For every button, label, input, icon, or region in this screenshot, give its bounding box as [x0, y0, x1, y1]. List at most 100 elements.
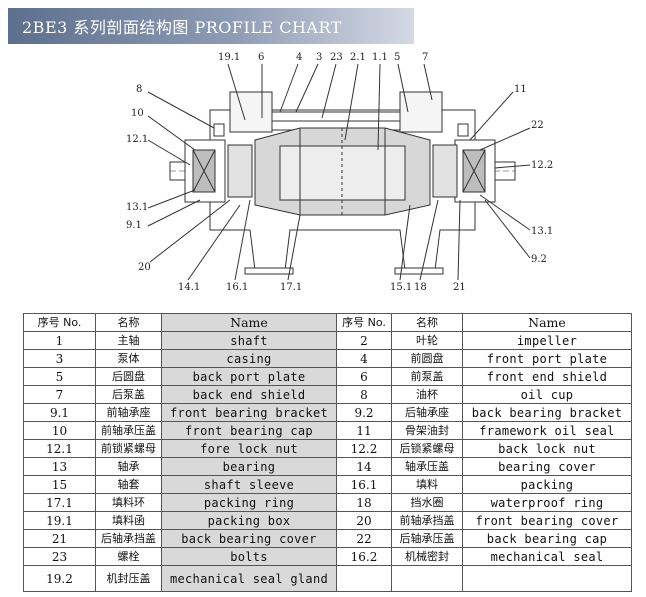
part-name-en: front bearing cover [462, 511, 632, 530]
part-name-cn: 轴承压盖 [391, 457, 463, 476]
part-name-cn: 泵体 [95, 349, 162, 368]
part-no: 9.2 [336, 403, 392, 422]
part-name-cn: 前锁紧螺母 [95, 439, 162, 458]
part-name-cn: 后泵盖 [95, 385, 162, 404]
callout-15-1: 15.1 [390, 282, 412, 293]
callout-3: 3 [316, 52, 322, 63]
part-name-en: waterproof ring [462, 493, 632, 512]
header-name-right: Name [462, 313, 632, 332]
callout-5: 5 [394, 52, 400, 63]
part-no: 16.1 [336, 475, 392, 494]
part-name-cn: 后锁紧螺母 [391, 439, 463, 458]
part-name-en: shaft sleeve [161, 475, 337, 494]
part-name-en: back bearing bracket [462, 403, 632, 422]
part-name-en: bolts [161, 547, 337, 566]
part-name-en: back bearing cover [161, 529, 337, 548]
part-name-en: oil cup [462, 385, 632, 404]
part-no: 21 [23, 529, 96, 548]
part-no: 20 [336, 511, 392, 530]
part-name-en: casing [161, 349, 337, 368]
part-no: 23 [23, 547, 96, 566]
header-no-left: 序号 No. [23, 313, 96, 332]
part-name-en: packing box [161, 511, 337, 530]
part-no: 15 [23, 475, 96, 494]
header-name-left: Name [161, 313, 337, 332]
part-no: 6 [336, 367, 392, 386]
part-name-cn [391, 565, 463, 592]
part-name-cn: 后圆盘 [95, 367, 162, 386]
part-name-en: packing ring [161, 493, 337, 512]
part-no: 7 [23, 385, 96, 404]
part-name-en: fore lock nut [161, 439, 337, 458]
callout-8: 8 [136, 84, 142, 95]
part-no: 5 [23, 367, 96, 386]
part-name-en: bearing cover [462, 457, 632, 476]
callout-4: 4 [296, 52, 302, 63]
part-no: 19.2 [23, 565, 96, 592]
callout-10: 10 [131, 108, 144, 119]
header-cn-left: 名称 [95, 313, 162, 332]
callout-9-2: 9.2 [531, 254, 547, 265]
part-name-en [462, 565, 632, 592]
part-name-cn: 后轴承挡盖 [95, 529, 162, 548]
title-bar: 2BE3 系列剖面结构图 PROFILE CHART [8, 8, 414, 44]
part-name-cn: 前泵盖 [391, 367, 463, 386]
part-name-en: packing [462, 475, 632, 494]
callout-18: 18 [414, 282, 427, 293]
part-name-cn: 前轴承座 [95, 403, 162, 422]
part-no: 8 [336, 385, 392, 404]
part-name-cn: 后轴承压盖 [391, 529, 463, 548]
callout-12-1: 12.1 [126, 134, 148, 145]
part-name-cn: 机械密封 [391, 547, 463, 566]
callout-16-1: 16.1 [226, 282, 248, 293]
part-name-en: impeller [462, 331, 632, 350]
page-title: 2BE3 系列剖面结构图 PROFILE CHART [22, 18, 342, 37]
part-no: 16.2 [336, 547, 392, 566]
part-name-cn: 前圆盘 [391, 349, 463, 368]
part-name-en: back bearing cap [462, 529, 632, 548]
part-name-cn: 后轴承座 [391, 403, 463, 422]
part-name-en: back lock nut [462, 439, 632, 458]
callout-13-1-right: 13.1 [531, 226, 553, 237]
part-name-cn: 轴套 [95, 475, 162, 494]
part-no: 17.1 [23, 493, 96, 512]
part-no: 11 [336, 421, 392, 440]
part-no: 19.1 [23, 511, 96, 530]
part-no: 2 [336, 331, 392, 350]
callout-12-2: 12.2 [531, 160, 553, 171]
part-no: 14 [336, 457, 392, 476]
part-name-en: mechanical seal [462, 547, 632, 566]
part-no: 4 [336, 349, 392, 368]
part-name-cn: 螺栓 [95, 547, 162, 566]
callout-9-1: 9.1 [126, 220, 142, 231]
part-no: 12.2 [336, 439, 392, 458]
part-no: 3 [23, 349, 96, 368]
part-name-cn: 轴承 [95, 457, 162, 476]
part-name-cn: 挡水圈 [391, 493, 463, 512]
part-name-cn: 前轴承挡盖 [391, 511, 463, 530]
callout-1-1: 1.1 [372, 52, 388, 63]
part-name-cn: 主轴 [95, 331, 162, 350]
callout-6: 6 [258, 52, 264, 63]
part-name-en: shaft [161, 331, 337, 350]
callout-17-1: 17.1 [280, 282, 302, 293]
part-name-cn: 前轴承压盖 [95, 421, 162, 440]
callout-23: 23 [330, 52, 343, 63]
part-name-en: mechanical seal gland [161, 565, 337, 592]
part-name-en: framework oil seal [462, 421, 632, 440]
callout-22: 22 [531, 120, 544, 131]
part-no [336, 565, 392, 592]
pump-cross-section-drawing: 19.1 6 4 3 23 2.1 1.1 5 7 8 10 12.1 11 2… [126, 52, 553, 293]
callout-14-1: 14.1 [178, 282, 200, 293]
